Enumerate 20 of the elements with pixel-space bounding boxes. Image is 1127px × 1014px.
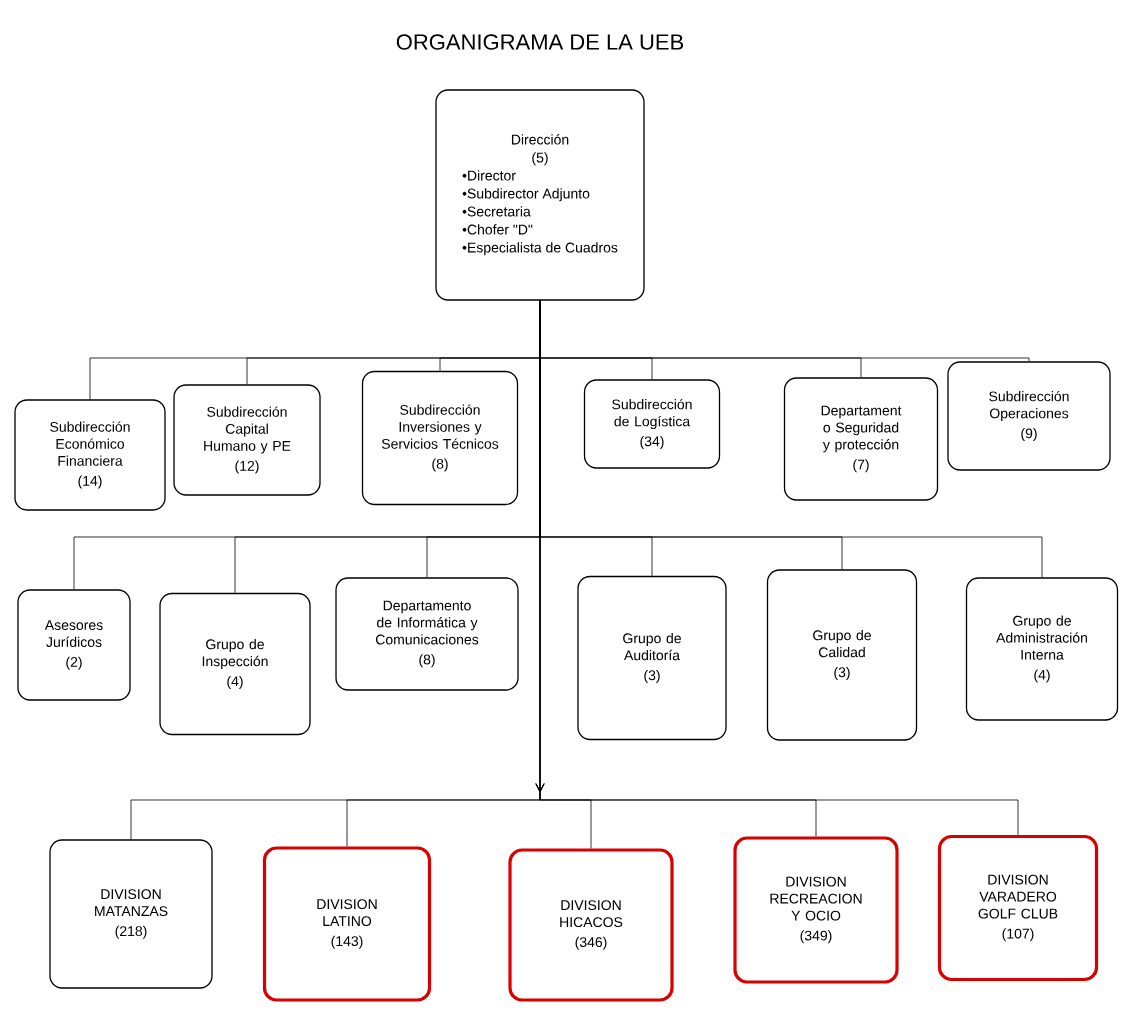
unit-box: Subdirección Capital Humano y PE (12)	[173, 384, 321, 496]
unit-box: Departament o Seguridad y protección (7)	[783, 377, 939, 501]
title: ORGANIGRAMA DE LA UEB	[396, 34, 684, 50]
unit-box: Grupo de Calidad (3)	[766, 569, 918, 741]
division-box: DIVISION LATINO (143)	[262, 846, 432, 1002]
unit-box: Grupo de Auditoría (3)	[577, 575, 727, 741]
unit-box: Grupo de Administración Interna (4)	[965, 577, 1119, 721]
division-box: DIVISION RECREACION Y OCIO (349)	[733, 836, 899, 984]
unit-box: Asesores Jurídicos (2)	[17, 589, 131, 701]
division-box: DIVISION MATANZAS (218)	[49, 839, 213, 989]
unit-box: Subdirección Económico Financiera (14)	[14, 399, 166, 511]
direction-box: Dirección (5) •Director •Subdirector Adjunto •Secretaria •Chofer "D" •Especialista de Cuadros	[435, 89, 645, 301]
unit-box: Grupo de Inspección (4)	[159, 592, 311, 736]
connector-line	[535, 300, 1019, 836]
unit-box: Subdirección de Logística (34)	[583, 379, 721, 469]
division-box: DIVISION VARADERO GOLF CLUB (107)	[937, 834, 1099, 982]
division-box: DIVISION HICACOS (346)	[508, 848, 674, 1002]
unit-box: Subdirección Inversiones y Servicios Técnicos (8)	[361, 370, 519, 506]
unit-box: Departamento de Informática y Comunicaciones (8)	[335, 577, 519, 691]
unit-box: Subdirección Operaciones (9)	[947, 361, 1111, 471]
